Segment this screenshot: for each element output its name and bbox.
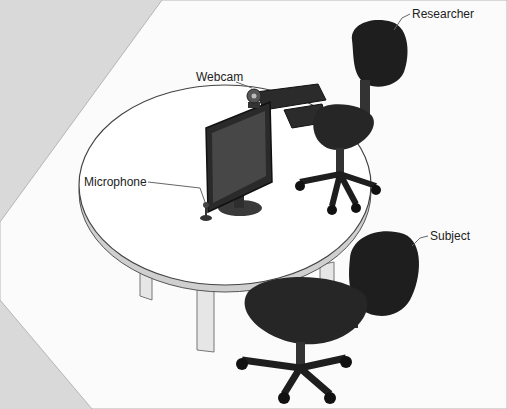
webcam-lens	[252, 94, 257, 99]
part-label: Subject	[430, 229, 470, 243]
microphone-head	[203, 202, 209, 208]
caster	[324, 392, 336, 404]
leader-line	[148, 182, 205, 202]
monitor-frame	[206, 102, 272, 212]
monitor	[206, 102, 272, 216]
chair-back	[352, 20, 408, 87]
caster	[340, 356, 352, 368]
caster	[371, 185, 381, 195]
part-label: Webcam	[196, 70, 243, 84]
chair-base	[242, 358, 346, 394]
part-label: Researcher	[412, 7, 474, 21]
webcam	[247, 89, 261, 108]
chair-base	[300, 174, 376, 206]
leader-lines	[148, 14, 428, 246]
webcam-body	[247, 89, 261, 103]
researcher-chair	[295, 20, 408, 215]
part-label: Microphone	[84, 175, 147, 189]
leader-line	[412, 236, 428, 246]
monitor-screen	[212, 111, 266, 203]
microphone	[200, 202, 212, 221]
caster	[295, 181, 305, 191]
leader-line	[394, 14, 410, 30]
caster	[327, 205, 337, 215]
caster	[351, 203, 361, 213]
subject-chair	[236, 231, 419, 404]
chair-seat	[313, 104, 374, 150]
caster	[236, 358, 248, 370]
caster	[278, 392, 290, 404]
chair-seat	[245, 277, 368, 344]
table-leg	[197, 282, 214, 352]
